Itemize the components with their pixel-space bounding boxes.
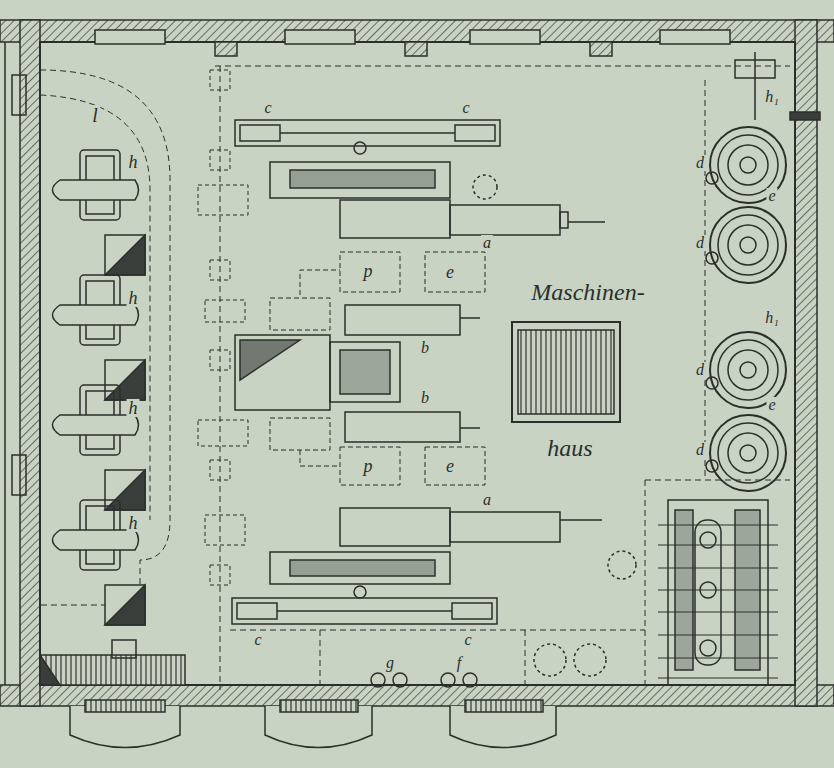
- part-letter: b: [419, 340, 431, 356]
- part-letter: p: [362, 457, 375, 475]
- part-letter: e: [444, 457, 456, 475]
- room-label: Maschinen-: [529, 280, 646, 304]
- part-letter: d: [694, 155, 706, 171]
- part-letter: h₁: [763, 89, 781, 105]
- part-letter: d: [694, 362, 706, 378]
- part-letter: c: [262, 100, 273, 116]
- part-letter: h₁: [763, 310, 781, 326]
- part-letter: c: [460, 100, 471, 116]
- part-letter: c: [462, 632, 473, 648]
- part-letter: e: [444, 263, 456, 281]
- part-letter: b: [419, 390, 431, 406]
- part-letter: d: [694, 442, 706, 458]
- room-label: haus: [545, 436, 594, 460]
- part-letter: p: [362, 262, 375, 280]
- part-letter: g: [384, 655, 396, 671]
- part-letter: h: [127, 153, 140, 171]
- part-letter: h: [127, 514, 140, 532]
- part-letter: f: [455, 655, 463, 671]
- part-letter: l: [90, 105, 100, 125]
- part-letter: e: [766, 397, 777, 413]
- part-letter: c: [252, 632, 263, 648]
- part-letter: a: [481, 235, 493, 251]
- part-letter: h: [127, 399, 140, 417]
- part-letter: d: [694, 235, 706, 251]
- part-letter: e: [766, 188, 777, 204]
- part-letter: a: [481, 492, 493, 508]
- part-letter: h: [127, 289, 140, 307]
